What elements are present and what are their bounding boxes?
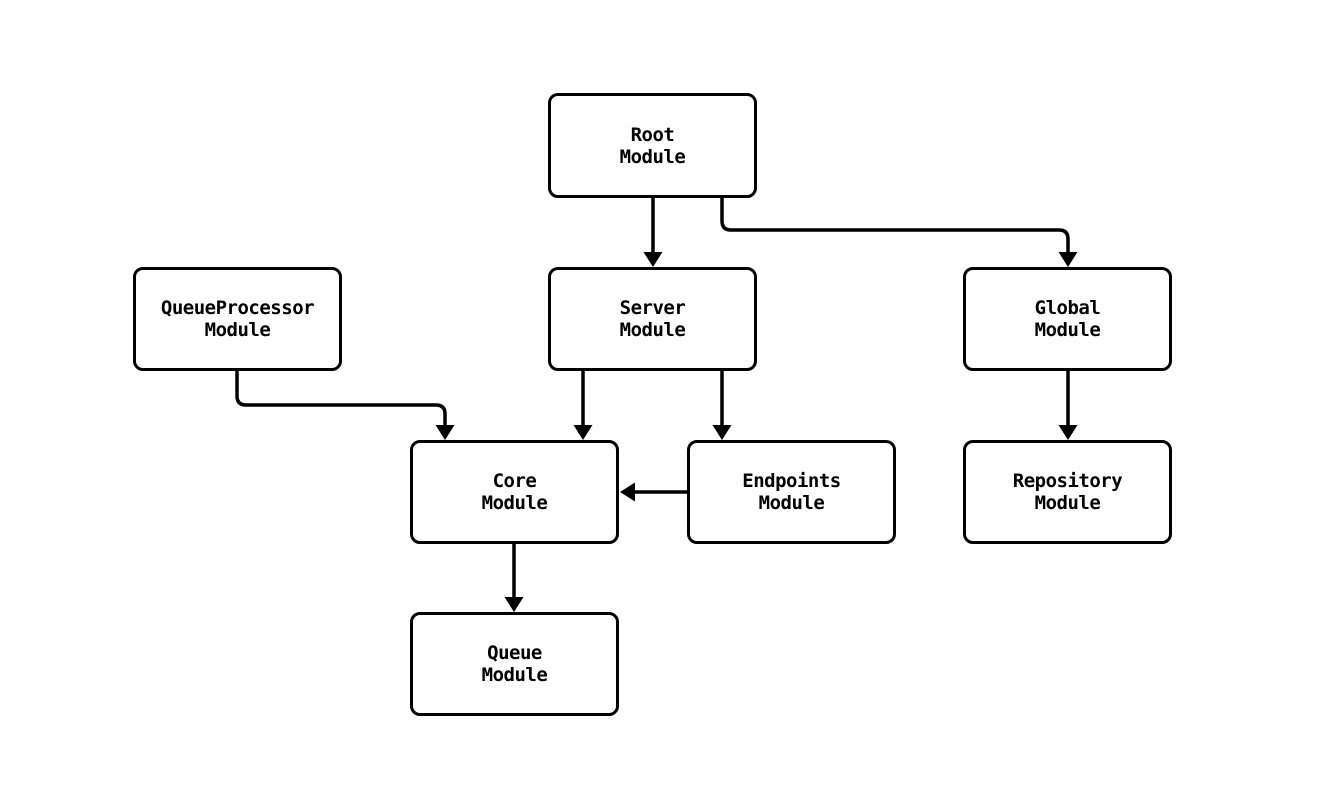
arrowhead-core-to-queue [504, 597, 524, 612]
arrowhead-server-to-core [573, 425, 593, 440]
node-queueprocessor-module[interactable]: QueueProcessor Module [133, 267, 342, 371]
node-core-module[interactable]: Core Module [410, 440, 619, 544]
node-label: Repository Module [1012, 470, 1123, 514]
node-root-module[interactable]: Root Module [548, 93, 757, 198]
edge-queueprocessor-to-core [235, 371, 447, 425]
node-queue-module[interactable]: Queue Module [410, 612, 619, 716]
arrowhead-queueprocessor-to-core [435, 425, 455, 440]
arrowhead-endpoints-to-core [620, 482, 635, 502]
node-label: Global Module [1034, 297, 1101, 341]
node-global-module[interactable]: Global Module [963, 267, 1172, 371]
node-label: Root Module [619, 123, 686, 168]
node-server-module[interactable]: Server Module [548, 267, 757, 371]
arrowhead-global-to-repository [1058, 425, 1078, 440]
node-repository-module[interactable]: Repository Module [963, 440, 1172, 544]
arrowhead-root-to-server [643, 252, 663, 267]
node-endpoints-module[interactable]: Endpoints Module [687, 440, 896, 544]
node-label: Core Module [481, 470, 548, 514]
node-label: Endpoints Module [742, 470, 841, 514]
edge-root-to-global [720, 198, 1070, 252]
arrowhead-root-to-global [1058, 252, 1078, 267]
node-label: QueueProcessor Module [160, 297, 315, 341]
node-label: Queue Module [481, 642, 548, 686]
arrowhead-server-to-endpoints [712, 425, 732, 440]
node-label: Server Module [619, 297, 686, 341]
